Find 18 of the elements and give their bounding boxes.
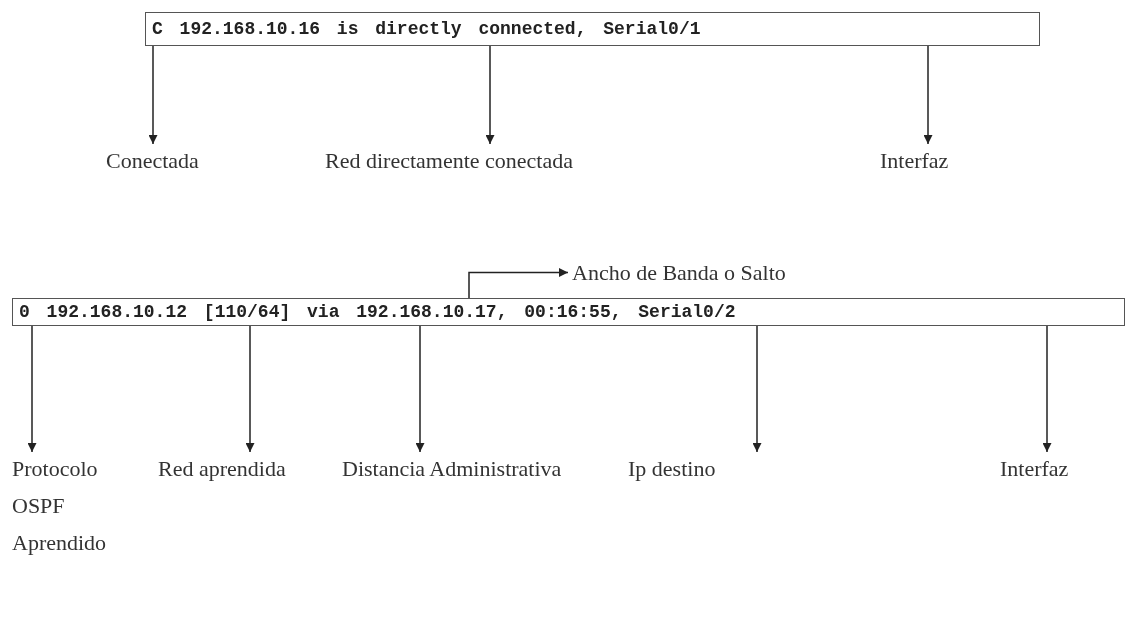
arrow (1042, 325, 1052, 453)
arrow (27, 325, 37, 453)
arrow (415, 325, 425, 453)
arrow (752, 325, 762, 453)
annotation-label: Distancia Administrativa (342, 450, 612, 487)
arrow (485, 45, 495, 145)
annotation-label: Conectada (106, 142, 256, 179)
arrow (468, 268, 569, 299)
arrow (245, 325, 255, 453)
arrow (923, 45, 933, 145)
annotation-label: Protocolo OSPF Aprendido (12, 450, 107, 561)
annotation-label: Ancho de Banda o Salto (572, 254, 872, 291)
annotation-label: Red directamente conectada (325, 142, 695, 179)
arrow (148, 45, 158, 145)
annotation-label: Interfaz (1000, 450, 1110, 487)
annotation-label: Red aprendida (158, 450, 318, 487)
annotation-label: Ip destino (628, 450, 758, 487)
annotation-label: Interfaz (880, 142, 990, 179)
